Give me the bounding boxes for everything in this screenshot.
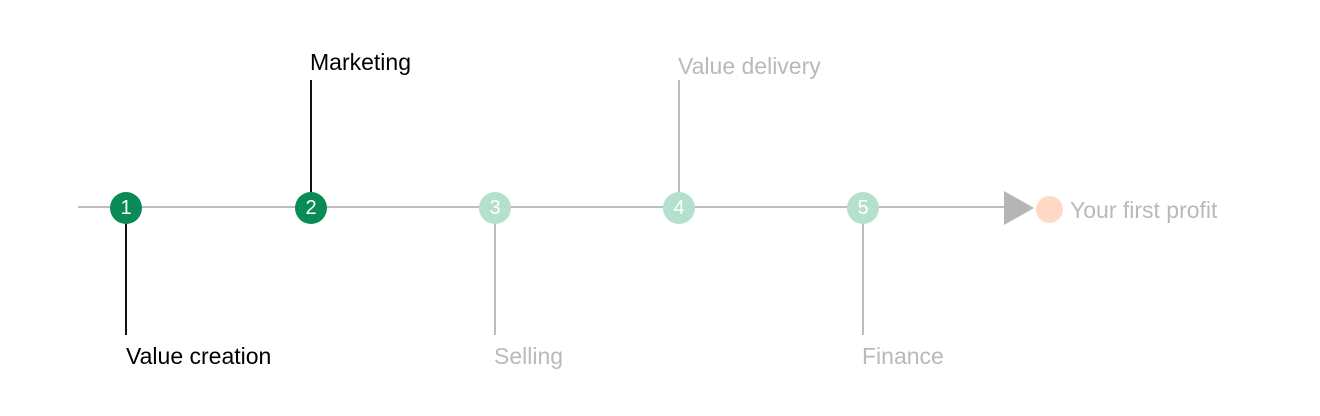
step-5-connector	[862, 222, 864, 335]
step-1-label: Value creation	[126, 343, 272, 369]
timeline-line	[78, 206, 1008, 208]
step-2-connector	[310, 80, 312, 193]
step-3-node: 3	[479, 192, 511, 224]
step-1-connector	[125, 222, 127, 335]
arrow-head-icon	[1004, 191, 1034, 225]
step-5-label: Finance	[862, 343, 944, 369]
step-3-label: Selling	[494, 343, 564, 369]
step-1-node: 1	[110, 192, 142, 224]
step-2-label: Marketing	[310, 49, 411, 75]
step-4-connector	[678, 80, 680, 193]
step-4-node: 4	[663, 192, 695, 224]
step-3-connector	[494, 222, 496, 335]
goal-dot	[1036, 196, 1063, 223]
step-5-node: 5	[847, 192, 879, 224]
step-2-node: 2	[295, 192, 327, 224]
step-4-label: Value delivery	[678, 53, 821, 79]
goal-label: Your first profit	[1070, 197, 1218, 223]
